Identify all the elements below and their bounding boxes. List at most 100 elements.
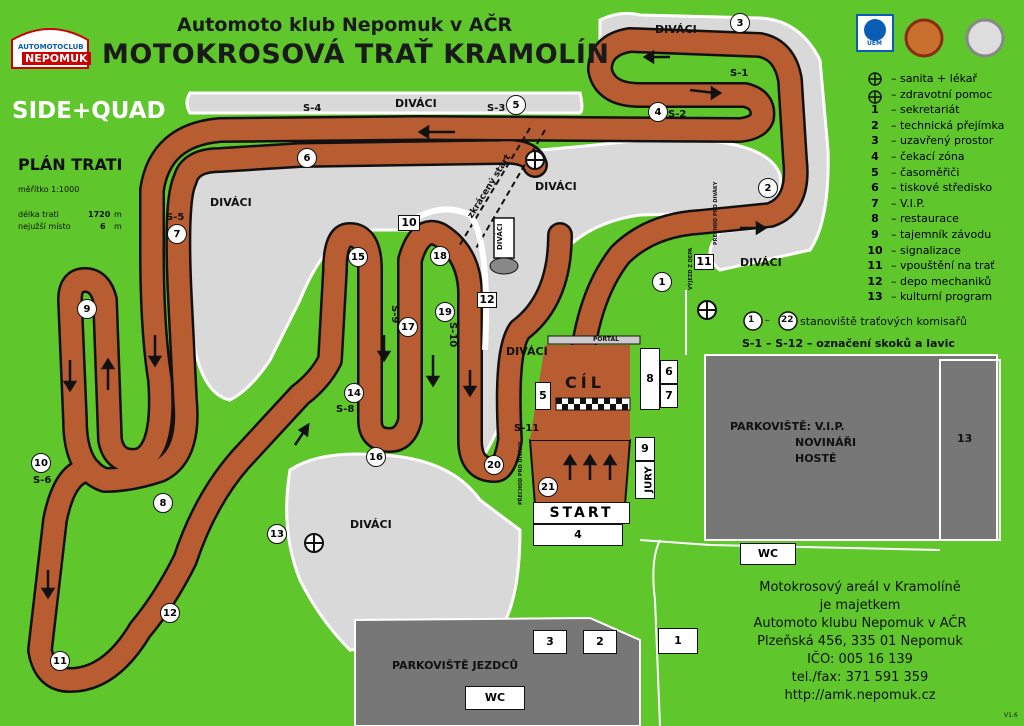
legend-text: – sanita + lékař bbox=[891, 72, 978, 85]
legend-text: – sekretariát bbox=[891, 103, 960, 117]
jump-s8: S-8 bbox=[336, 404, 355, 415]
info-line-7[interactable]: http://amk.nepomuk.cz bbox=[784, 688, 936, 703]
version-label: V1.6 bbox=[1004, 712, 1018, 719]
marshal-post-6: 6 bbox=[297, 148, 317, 168]
race-track bbox=[27, 27, 809, 693]
finish-label: CÍL bbox=[565, 373, 605, 392]
legend-key: 1 bbox=[871, 103, 879, 117]
legend-cross-icons bbox=[868, 72, 882, 104]
info-line-4: Plzeňská 456, 335 01 Nepomuk bbox=[757, 634, 963, 649]
acr-emblem-icon bbox=[904, 18, 944, 58]
marshal-post-14: 14 bbox=[344, 383, 364, 403]
jump-s6: S-6 bbox=[33, 475, 52, 486]
legend-key: 11 bbox=[867, 259, 883, 273]
club-name: Automoto klub Nepomuk v AČR bbox=[177, 14, 513, 36]
spectators-label: DIVÁCI bbox=[655, 23, 697, 36]
marshal-post-16: 16 bbox=[366, 447, 386, 467]
marshal-post-7: 7 bbox=[167, 224, 187, 244]
legend-text: – uzavřený prostor bbox=[891, 134, 994, 148]
spectators-label: DIVÁCI bbox=[506, 345, 548, 358]
wc-box: WC bbox=[740, 543, 796, 565]
legend-marker-to-label: 22 bbox=[781, 315, 794, 325]
info-line-5: IČO: 005 16 139 bbox=[807, 652, 913, 667]
marshal-post-10: 10 bbox=[31, 453, 51, 473]
jury-label: JURY bbox=[643, 466, 655, 493]
legend-key: 8 bbox=[871, 212, 879, 226]
legend-key: 13 bbox=[867, 290, 883, 304]
facility-1: 1 bbox=[658, 628, 698, 654]
plan-length-unit: m bbox=[114, 210, 122, 219]
facility-10: 10 bbox=[398, 215, 420, 231]
legend-text: – časoměřiči bbox=[891, 165, 960, 179]
portal-label: PORTÁL bbox=[593, 336, 619, 343]
spectators-label: DIVÁCI bbox=[740, 256, 782, 269]
facility-2: 2 bbox=[583, 630, 617, 654]
jump-s5: S-5 bbox=[166, 212, 185, 223]
marshal-post-19: 19 bbox=[435, 302, 455, 322]
legend-marker-from-label: 1 bbox=[748, 315, 755, 325]
cultural-area bbox=[939, 359, 1001, 541]
legend-jumps-text: S-1 – S-12 – označení skoků a lavic bbox=[742, 337, 955, 350]
facility-3: 3 bbox=[533, 630, 567, 654]
legend-marker-to bbox=[778, 311, 798, 331]
uem-globe-icon bbox=[864, 19, 886, 41]
spectators-label: DIVÁCI bbox=[350, 518, 392, 531]
jump-s9: S-9 bbox=[389, 305, 400, 324]
marshal-post-20: 20 bbox=[484, 455, 504, 475]
direction-arrows bbox=[40, 49, 768, 600]
jump-s2: S-2 bbox=[668, 109, 687, 120]
legend-text: – tajemník závodu bbox=[891, 228, 992, 241]
marshal-post-13: 13 bbox=[267, 524, 287, 544]
legend-marker-from bbox=[743, 311, 763, 331]
rider-parking-area bbox=[354, 616, 641, 726]
legend-text: – restaurace bbox=[891, 212, 959, 226]
facility-7: 7 bbox=[660, 384, 678, 408]
depo-exit-label: VÝJEZD Z DEPA bbox=[688, 247, 694, 290]
legend-text: – tiskové středisko bbox=[891, 181, 993, 195]
plan-title: PLÁN TRATI bbox=[18, 155, 123, 174]
info-line-6: tel./fax: 371 591 359 bbox=[791, 670, 929, 685]
plan-length-value: 1720 bbox=[88, 210, 111, 219]
marshal-post-5: 5 bbox=[506, 95, 526, 115]
facility-4: 4 bbox=[533, 524, 623, 546]
finish-line bbox=[555, 397, 631, 411]
jump-s3: S-3 bbox=[487, 103, 506, 114]
legend-key: 12 bbox=[867, 274, 883, 288]
spectators-label: DIVÁCI bbox=[395, 97, 437, 110]
tower-label: DIVÁCI bbox=[496, 223, 504, 250]
footpaths bbox=[639, 290, 941, 726]
marshal-post-15: 15 bbox=[348, 247, 368, 267]
vip-parking-label-1: PARKOVIŠTĚ: V.I.P. bbox=[730, 420, 845, 433]
wc-box: WC bbox=[465, 686, 525, 710]
reduced-start-lane bbox=[457, 127, 546, 251]
legend-text: – signalizace bbox=[891, 243, 961, 257]
facility-9: 9 bbox=[635, 437, 655, 461]
jump-s10: S-10 bbox=[447, 322, 458, 348]
vip-parking-label-3: HOSTÉ bbox=[795, 452, 837, 465]
plan-narrow-unit: m bbox=[114, 222, 122, 231]
jump-s1: S-1 bbox=[730, 68, 749, 79]
marshal-post-17: 17 bbox=[398, 317, 418, 337]
jump-s4: S-4 bbox=[303, 103, 322, 114]
crossing-label: PŘECHOD PRO DIVÁKY bbox=[713, 181, 719, 245]
tower-base bbox=[489, 257, 519, 275]
crossing-label: PŘECHOD PRO DIVÁKY bbox=[518, 441, 524, 505]
marshal-post-21: 21 bbox=[538, 477, 558, 497]
logo-bottom-text: NEPOMUK bbox=[22, 52, 91, 65]
fmn-emblem-icon bbox=[965, 18, 1005, 58]
spectators-label: DIVÁCI bbox=[210, 196, 252, 209]
legend-text: – zdravotní pomoc bbox=[891, 87, 993, 101]
marshal-post-3: 3 bbox=[730, 13, 750, 33]
rider-parking-label: PARKOVIŠTĚ JEZDCŮ bbox=[392, 659, 519, 672]
marshal-post-12: 12 bbox=[160, 603, 180, 623]
marshal-post-8: 8 bbox=[153, 493, 173, 513]
logo-top-text: AUTOMOTOCLUB bbox=[18, 43, 84, 51]
portal bbox=[547, 335, 641, 345]
legend-key: 9 bbox=[871, 228, 879, 241]
marshal-post-18: 18 bbox=[430, 246, 450, 266]
track-title: MOTOKROSOVÁ TRAŤ KRAMOLÍN bbox=[102, 39, 610, 70]
category-label: SIDE+QUAD bbox=[12, 98, 166, 124]
plan-narrow-value: 6 bbox=[100, 222, 106, 231]
plan-narrow-label: nejužší místo bbox=[18, 222, 71, 231]
